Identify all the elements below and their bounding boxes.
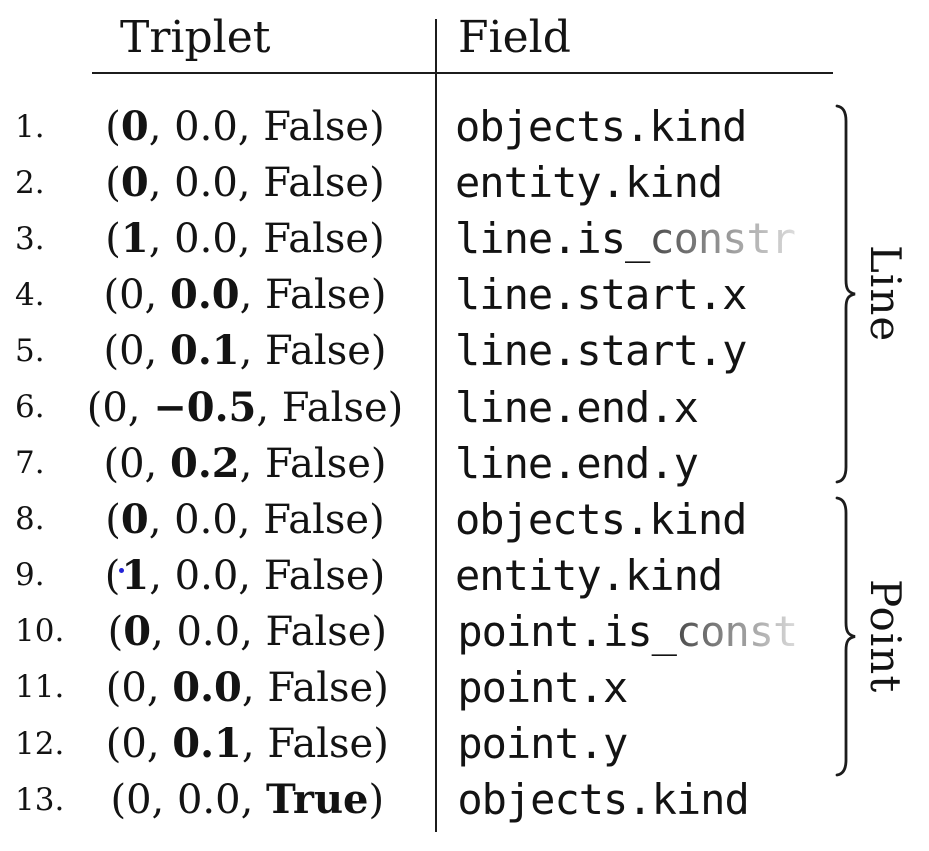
row-number: 4. [15, 276, 45, 313]
column-header-field: Field [458, 12, 571, 63]
triplet-cell: (0, −0.5, False) [86, 383, 404, 431]
field-cell: entity.kind [455, 158, 723, 208]
header-rule [92, 72, 833, 74]
field-cell: entity.kind [455, 550, 723, 600]
triplet-cell: (0, 0.0, True) [110, 776, 385, 824]
row-number: 10. [15, 613, 65, 650]
field-cell: point.x [457, 662, 628, 712]
triplet-cell: (0, 0.0, False) [105, 159, 385, 207]
field-cell: point.is_const [457, 606, 798, 656]
table-row: 12. (0, 0.1, False) point.y [0, 716, 836, 772]
field-cell: point.y [457, 719, 628, 769]
group-label-point: Point [861, 579, 910, 694]
row-number: 11. [15, 669, 65, 706]
field-truncation-fade: const [675, 606, 798, 656]
table-row: 8. (0, 0.0, False) objects.kind [0, 492, 836, 548]
table-row: 4. (0, 0.0, False) line.start.x [0, 267, 836, 323]
triplet-cell: (0, 0.2, False) [103, 439, 387, 487]
row-number: 2. [15, 164, 45, 201]
group-brace [835, 104, 856, 484]
row-number: 3. [15, 220, 45, 257]
table-row: 13. (0, 0.0, True) objects.kind [0, 772, 836, 828]
group-label-line: Line [861, 245, 910, 343]
row-number: 9. [15, 557, 45, 594]
row-number: 8. [15, 501, 45, 538]
field-cell: objects.kind [455, 102, 747, 152]
row-number: 13. [15, 781, 65, 818]
field-cell: line.start.y [455, 326, 747, 376]
row-number: 7. [15, 445, 45, 482]
field-cell: line.is_constr [455, 214, 796, 264]
link-marker-dot [119, 567, 125, 573]
column-header-triplet: Triplet [120, 12, 271, 63]
column-divider-rule [435, 19, 437, 832]
table-row: 7. (0, 0.2, False) line.end.y [0, 436, 836, 492]
table-row: 10. (0, 0.0, False) point.is_const [0, 604, 836, 660]
triplet-cell: (0, 0.1, False) [103, 327, 387, 375]
row-number: 12. [15, 725, 65, 762]
triplet-cell: (0, 0.0, False) [105, 495, 385, 543]
table-row: 11. (0, 0.0, False) point.x [0, 660, 836, 716]
triplet-cell: (0, 0.0, False) [105, 103, 385, 151]
row-number: 5. [15, 332, 45, 369]
table-row: 6. (0, −0.5, False) line.end.x [0, 379, 836, 435]
triplet-cell: (0, 0.1, False) [105, 720, 389, 768]
row-number: 6. [15, 389, 45, 426]
field-cell: line.end.x [455, 382, 699, 432]
table-rows: 1. (0, 0.0, False) objects.kind 2. (0, 0.0, … [0, 99, 836, 828]
row-number: 1. [15, 108, 45, 145]
table-row: 9. (1, 0.0, False) entity.kind [0, 548, 836, 604]
field-cell: objects.kind [455, 494, 747, 544]
table-row: 1. (0, 0.0, False) objects.kind [0, 99, 836, 155]
triplet-cell: (0, 0.0, False) [103, 271, 387, 319]
field-truncation-fade: constr [649, 214, 796, 264]
triplet-cell: (1, 0.0, False) [104, 551, 386, 599]
group-brace [835, 496, 856, 777]
table-row: 3. (1, 0.0, False) line.is_constr [0, 211, 836, 267]
triplet-cell: (0, 0.0, False) [107, 607, 388, 655]
field-cell: line.start.x [455, 270, 747, 320]
triplet-cell: (0, 0.0, False) [105, 663, 389, 711]
table-row: 5. (0, 0.1, False) line.start.y [0, 323, 836, 379]
field-cell: objects.kind [457, 775, 749, 825]
triplet-cell: (1, 0.0, False) [105, 215, 385, 263]
table-row: 2. (0, 0.0, False) entity.kind [0, 155, 836, 211]
field-cell: line.end.y [455, 438, 699, 488]
